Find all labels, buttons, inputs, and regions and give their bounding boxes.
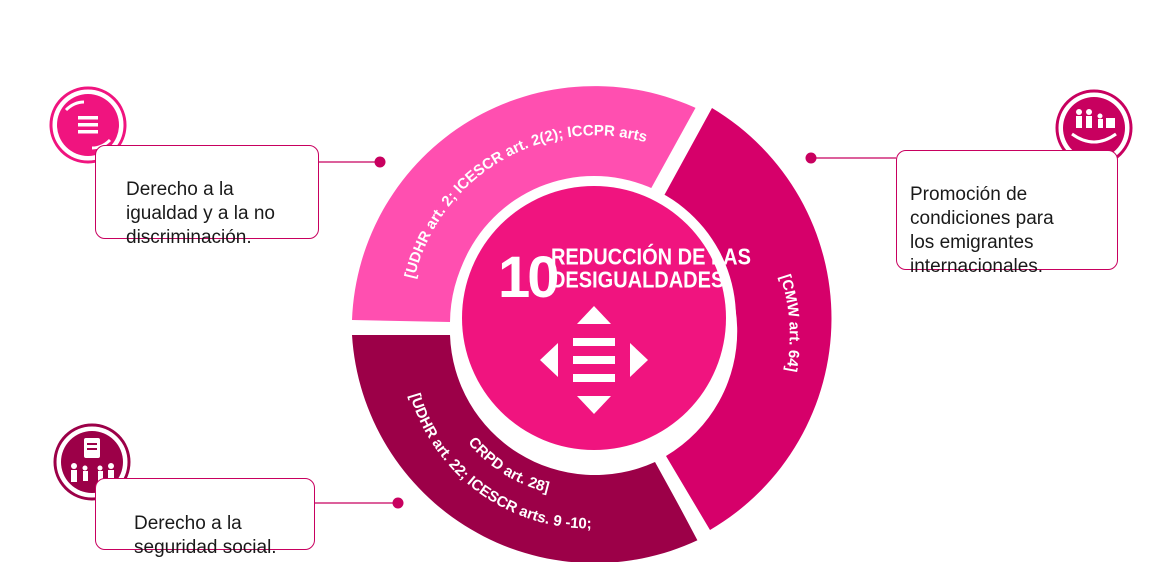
callout-social-security: Derecho a la seguridad social. bbox=[95, 478, 315, 558]
segment-right bbox=[660, 108, 832, 530]
ring bbox=[345, 85, 840, 562]
goal-title-line2: DESIGUALDADES bbox=[551, 266, 724, 293]
segment-bottom-left bbox=[352, 335, 698, 562]
goal-number: 10 bbox=[498, 245, 557, 310]
callout-migrants: Promoción de condiciones para los emigra… bbox=[896, 150, 1118, 277]
connector-dot-right bbox=[805, 152, 817, 164]
equality-hands-icon bbox=[49, 86, 127, 164]
connector-dot-left-top bbox=[374, 156, 386, 168]
segment-top-left bbox=[352, 86, 700, 322]
center-content: 10 REDUCCIÓN DE LAS DESIGUALDADES bbox=[498, 243, 751, 414]
family-migrants-hands-icon bbox=[1055, 89, 1133, 167]
callout-equality-text: Derecho a la igualdad y a la no discrimi… bbox=[126, 179, 275, 248]
callout-equality: Derecho a la igualdad y a la no discrimi… bbox=[95, 145, 319, 248]
callout-migrants-text: Promoción de condiciones para los emigra… bbox=[910, 184, 1054, 277]
goal-title-line1: REDUCCIÓN DE LAS bbox=[551, 243, 751, 270]
connector-dot-left-bottom bbox=[392, 497, 404, 509]
connectors bbox=[315, 152, 896, 509]
equality-arrows-icon bbox=[540, 306, 648, 414]
callout-social-security-text: Derecho a la seguridad social. bbox=[134, 513, 277, 558]
